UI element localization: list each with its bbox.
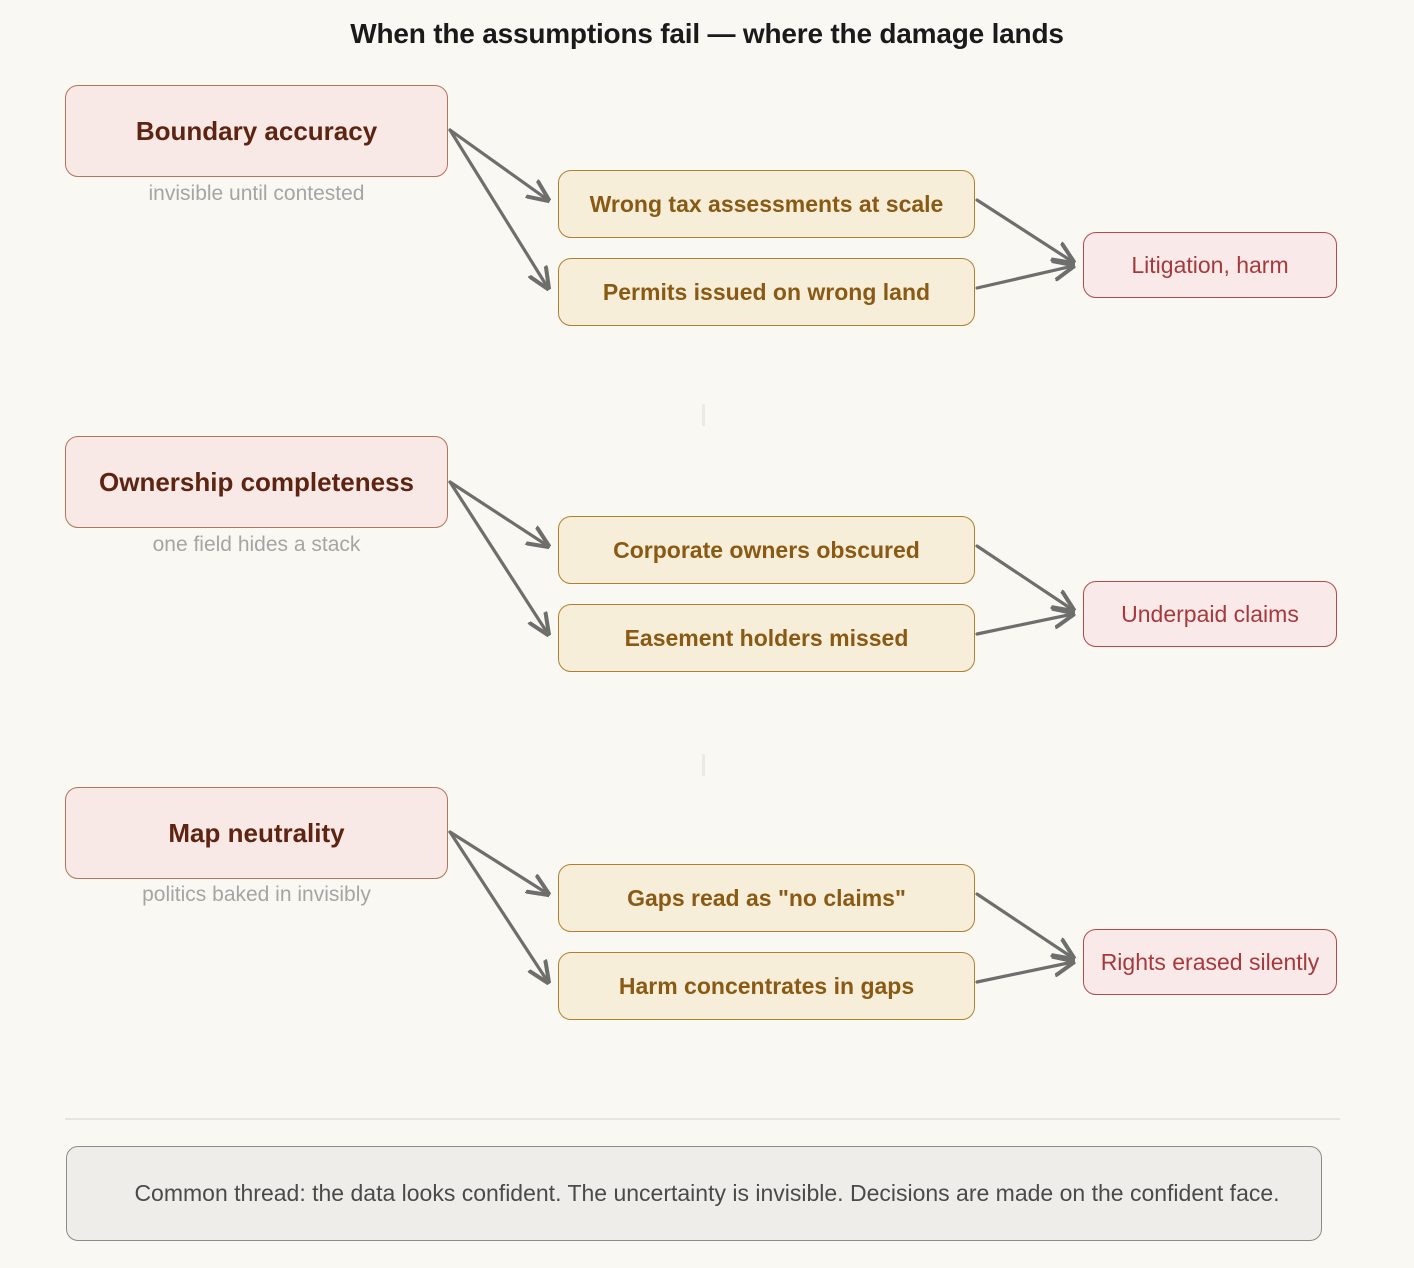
harm-box-2[interactable]: Underpaid claims [1083, 581, 1337, 647]
assumption-sublabel-3: politics baked in invisibly [142, 883, 371, 906]
assumption-sublabel-1: invisible until contested [148, 182, 365, 205]
footer-divider [65, 1118, 1340, 1120]
failure-box-3-2[interactable]: Harm concentrates in gaps [558, 952, 975, 1020]
assumption-sublabel-2: one field hides a stack [152, 533, 361, 556]
assumption-box-1[interactable]: Boundary accuracy [65, 85, 448, 177]
assumption-box-2[interactable]: Ownership completeness [65, 436, 448, 528]
harm-box-3[interactable]: Rights erased silently [1083, 929, 1337, 995]
failure-box-3-1[interactable]: Gaps read as "no claims" [558, 864, 975, 932]
section-divider-2 [702, 754, 705, 776]
footer-text: Common thread: the data looks confident.… [134, 1180, 1280, 1206]
failure-box-2-2[interactable]: Easement holders missed [558, 604, 975, 672]
harm-box-1[interactable]: Litigation, harm [1083, 232, 1337, 298]
failure-box-1-2[interactable]: Permits issued on wrong land [558, 258, 975, 326]
assumption-box-3[interactable]: Map neutrality [65, 787, 448, 879]
page-title: When the assumptions fail — where the da… [350, 18, 1064, 49]
footer-panel [66, 1146, 1322, 1241]
failure-box-1-1[interactable]: Wrong tax assessments at scale [558, 170, 975, 238]
section-divider-1 [702, 404, 705, 426]
failure-box-2-1[interactable]: Corporate owners obscured [558, 516, 975, 584]
